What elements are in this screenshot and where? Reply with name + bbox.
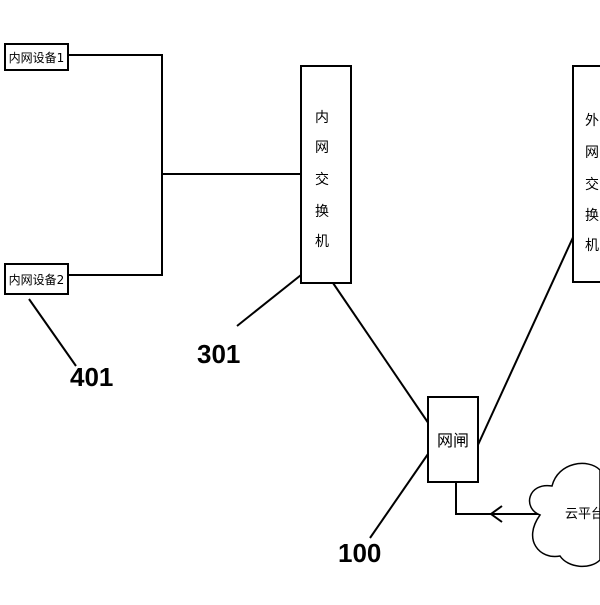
internal-switch-box [300,65,352,284]
ref-100: 100 [338,538,381,568]
internal-switch-char-3: 交 [315,171,329,188]
wire-internal-switch-to-gateway [332,282,432,428]
device-2-label: 内网设备2 [9,273,65,287]
ref-301: 301 [197,339,240,369]
external-switch-char-5: 机 [585,238,599,254]
internal-switch-char-5: 机 [315,234,329,250]
external-switch: 外 网 交 换 机 [572,65,600,283]
wire-device1 [68,54,163,276]
leader-100 [369,453,429,539]
reference-numerals: 401 301 100 [70,339,381,568]
leader-301 [236,274,302,327]
wire-external-switch-to-gateway [476,232,576,448]
cloud-platform: 云平台 [528,462,600,568]
gateway-box [427,396,479,483]
internal-switch: 内 网 交 换 机 [300,65,352,284]
device-2-box [4,263,69,295]
external-switch-char-4: 换 [585,207,599,224]
internal-switch-char-4: 换 [315,203,329,220]
cloud-shape [528,462,600,568]
connections [68,54,576,523]
internal-switch-char-1: 内 [315,110,329,126]
wire-gateway-to-cloud [455,482,538,515]
external-switch-box [572,65,600,283]
device-2: 内网设备2 [4,263,69,295]
external-switch-char-3: 交 [585,176,599,193]
ref-401: 401 [70,362,113,392]
leader-401 [28,298,77,367]
device-1: 内网设备1 [4,43,69,71]
external-switch-char-2: 网 [585,145,599,161]
gateway: 网闸 [427,396,479,483]
device-1-label: 内网设备1 [9,51,65,65]
cloud-label: 云平台 [565,507,600,522]
leader-lines [28,274,429,539]
gateway-label: 网闸 [437,431,469,450]
internal-switch-char-2: 网 [315,140,329,156]
external-switch-char-1: 外 [585,113,599,129]
arrow-head [489,505,503,523]
device-1-box [4,43,69,71]
